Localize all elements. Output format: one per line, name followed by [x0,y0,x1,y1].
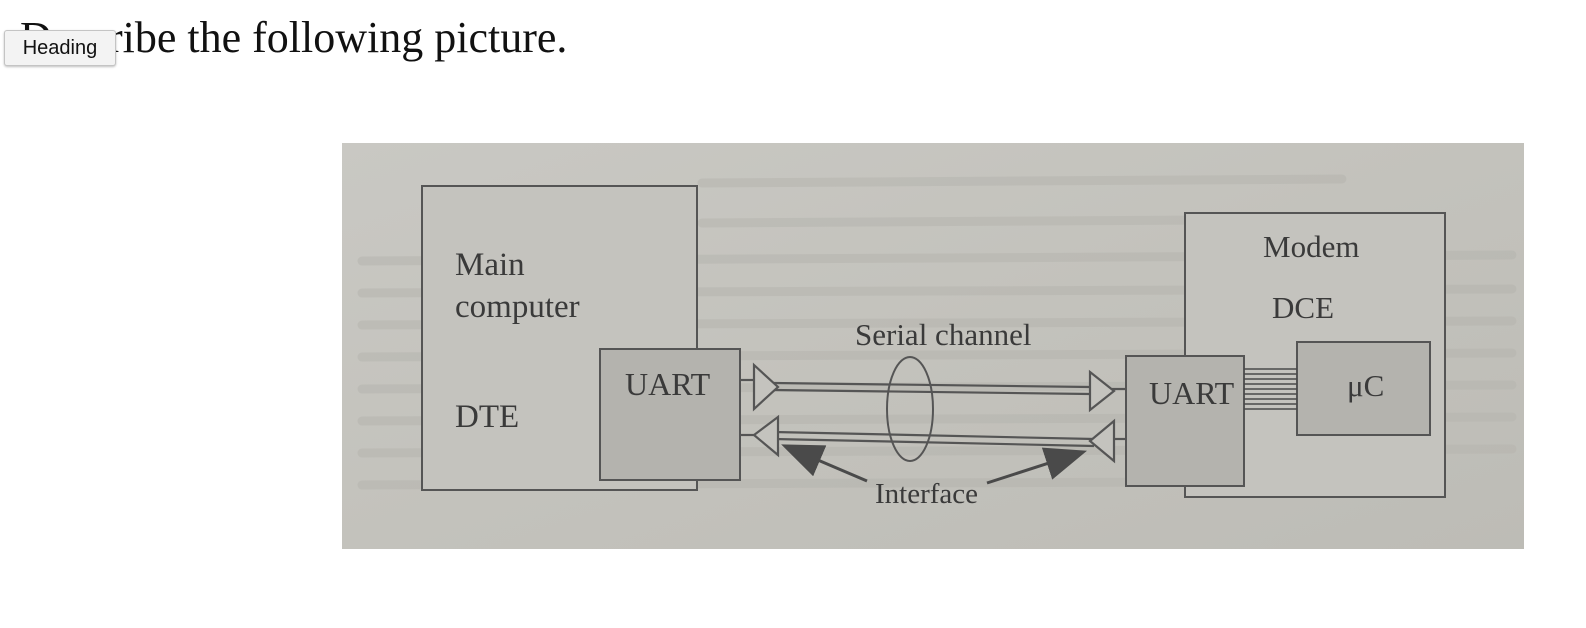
serial-channel-label: Serial channel [855,317,1031,352]
interface-arrow-right [986,447,1087,485]
line-drivers [752,362,1116,464]
parallel-bus [1244,368,1297,410]
interface-arrow-left [781,444,868,483]
serial-communication-diagram: Main computer DTE UART Modem DCE UART μC [342,143,1524,549]
heading-tag-badge[interactable]: Heading [4,30,116,66]
right-uart-label: UART [1149,375,1235,411]
diagram-photo: Main computer DTE UART Modem DCE UART μC [342,143,1524,549]
right-uart-box [1125,355,1245,487]
left-uart-label: UART [625,366,711,402]
interface-label: Interface [875,478,978,510]
main-computer-label-line2: computer [455,289,580,325]
dce-label: DCE [1272,290,1334,325]
serial-channel-ellipse [886,356,934,462]
microcontroller-label: μC [1347,368,1384,403]
left-uart-box [599,348,741,481]
modem-label: Modem [1263,229,1359,264]
main-computer-label: Main [455,247,525,283]
dte-label: DTE [455,399,519,435]
